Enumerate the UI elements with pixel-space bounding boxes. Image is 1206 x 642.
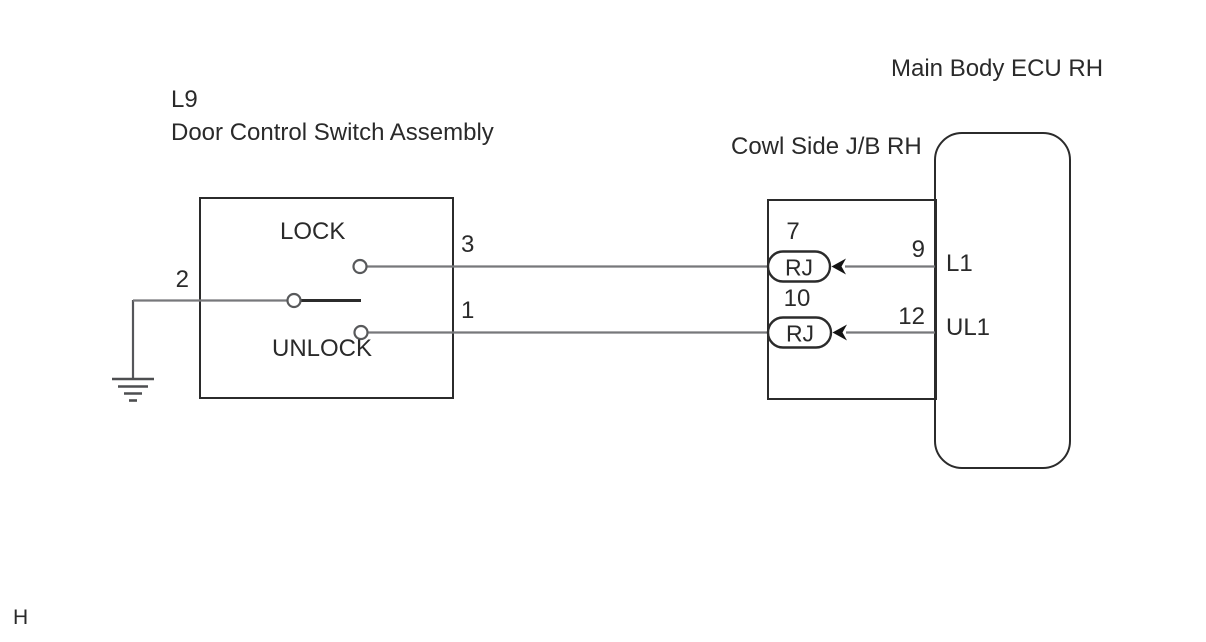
door-control-switch-box [199,197,454,399]
rj-junction-unlock: RJ [766,316,847,349]
pin-jb-unlock: 10 [783,285,811,312]
wire-arrow-icon [832,324,847,341]
rj-label-unlock: RJ [786,321,814,347]
cowl-side-jb-box [767,199,937,400]
pin-switch-unlock: 1 [461,297,475,324]
lock-contact-circle [352,258,368,275]
terminal-unlock: UL1 [946,314,991,341]
main-body-ecu-box [934,132,1071,469]
unlock-contact-circle [353,324,369,341]
component-name: Door Control Switch Assembly [171,119,494,146]
pin-switch-lock: 3 [461,231,475,258]
rj-junction-lock: RJ [766,250,846,283]
component-code: L9 [171,86,198,113]
common-contact-circle [286,292,302,309]
pin-switch-common: 2 [175,266,189,293]
lock-label: LOCK [280,218,346,245]
junction-title: Cowl Side J/B RH [731,133,922,160]
pin-ecu-lock: 9 [911,236,925,263]
unlock-label: UNLOCK [272,335,373,362]
ground-icon [112,300,154,402]
rj-label-lock: RJ [785,255,813,281]
page-marker: H [13,606,29,629]
pin-ecu-unlock: 12 [898,303,925,330]
pin-jb-lock: 7 [786,218,800,245]
wire-arrow-icon [831,258,846,275]
ecu-title: Main Body ECU RH [891,55,1104,82]
terminal-lock: L1 [946,250,973,277]
